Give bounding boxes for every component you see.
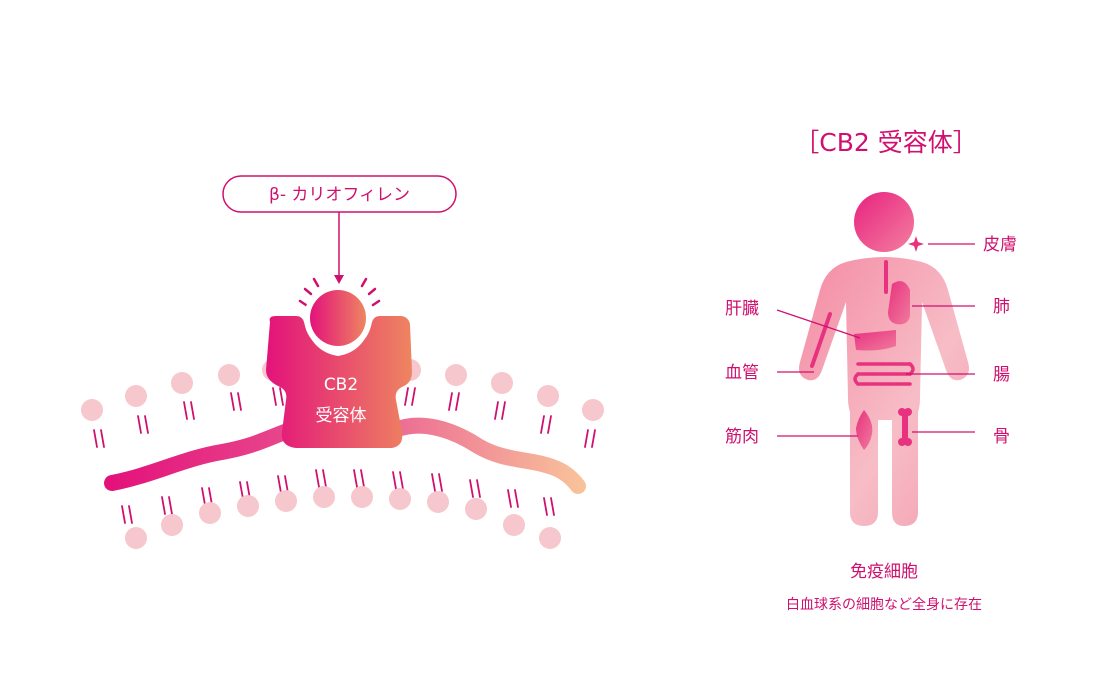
receptor-label-line2: 受容体 xyxy=(316,406,367,426)
bone-shape xyxy=(898,408,912,446)
leader-lines xyxy=(776,243,975,437)
label-liver: 肝臓 xyxy=(725,299,759,319)
lung-shape xyxy=(888,281,910,325)
ligand-label-box: β- カリオフィレン xyxy=(222,175,457,213)
label-lung: 肺 xyxy=(993,297,1010,317)
body-diagram-title: ［CB2 受容体］ xyxy=(794,128,977,157)
skin-sparkle-icon xyxy=(908,236,924,252)
label-bone: 骨 xyxy=(993,427,1010,447)
membrane-band xyxy=(104,417,586,494)
binding-arrow xyxy=(334,212,344,284)
label-blood-vessel: 血管 xyxy=(725,363,759,383)
label-intestine: 腸 xyxy=(993,365,1010,385)
beta-caryophyllene-molecule xyxy=(310,290,366,346)
cb2-receptor xyxy=(266,316,412,448)
label-skin: 皮膚 xyxy=(983,235,1017,255)
ligand-label: β- カリオフィレン xyxy=(269,185,410,205)
blood-vessel-shape xyxy=(810,312,832,368)
ligand-glow-ticks xyxy=(298,277,381,307)
head-shape xyxy=(854,192,914,252)
liver-shape xyxy=(854,330,896,351)
label-muscle: 筋肉 xyxy=(725,427,759,447)
immune-cell-caption: 免疫細胞 xyxy=(850,562,918,582)
organs xyxy=(810,236,924,450)
lipid-lower-row xyxy=(121,469,561,549)
receptor-label-line1: CB2 xyxy=(324,375,358,395)
human-body-figure xyxy=(799,192,969,526)
muscle-shape xyxy=(856,410,873,450)
immune-cell-subcaption: 白血球系の細胞など全身に存在 xyxy=(786,596,982,613)
intestine-shape xyxy=(853,362,915,386)
